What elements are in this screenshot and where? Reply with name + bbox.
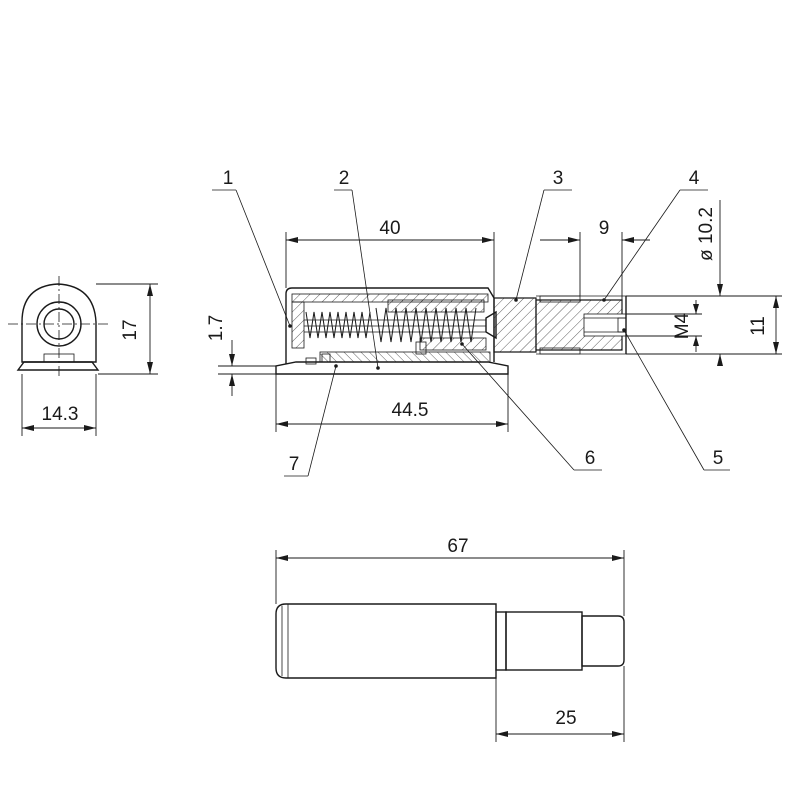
callout-2: 2 [334,168,380,370]
dim-label-14-3: 14.3 [42,404,79,425]
section-view [275,287,627,375]
callout-5: 5 [622,328,730,471]
dim-label-diameter: ø 10.2 [696,207,717,261]
dim-label-44-5: 44.5 [392,400,429,421]
callout-label-5: 5 [713,448,724,469]
dimension-1-7: 1.7 [206,315,276,396]
dim-label-25: 25 [555,708,576,729]
callout-6: 6 [460,342,602,471]
callout-label-2: 2 [339,168,350,189]
dim-label-40: 40 [379,218,400,239]
dimension-m4: M4 [626,300,702,352]
dim-label-1-7: 1.7 [206,315,227,341]
dimension-44-5: 44.5 [275,374,509,432]
dimension-67: 67 [275,536,625,616]
dim-label-9: 9 [599,218,610,239]
dimension-9: 9 [540,218,650,300]
dimension-14-3: 14.3 [21,374,97,436]
callout-4: 4 [602,168,708,302]
dimension-diameter: ø 10.2 [626,200,730,366]
callout-3: 3 [514,168,572,302]
dimension-40: 40 [285,218,495,298]
bottom-view [275,603,625,679]
dim-label-11: 11 [748,316,769,336]
dimension-25: 25 [495,666,625,742]
callout-label-6: 6 [585,448,596,469]
callout-label-7: 7 [289,454,300,475]
dim-label-m4: M4 [672,312,693,339]
dim-label-17: 17 [120,319,141,340]
callout-label-4: 4 [689,168,700,189]
callout-1: 1 [212,168,292,328]
callout-label-3: 3 [553,168,564,189]
callout-label-1: 1 [223,168,234,189]
dim-label-67: 67 [447,536,468,557]
dimension-11: 11 [730,295,782,355]
side-view [8,276,110,376]
callout-7: 7 [284,364,338,477]
dimension-17: 17 [96,283,158,375]
